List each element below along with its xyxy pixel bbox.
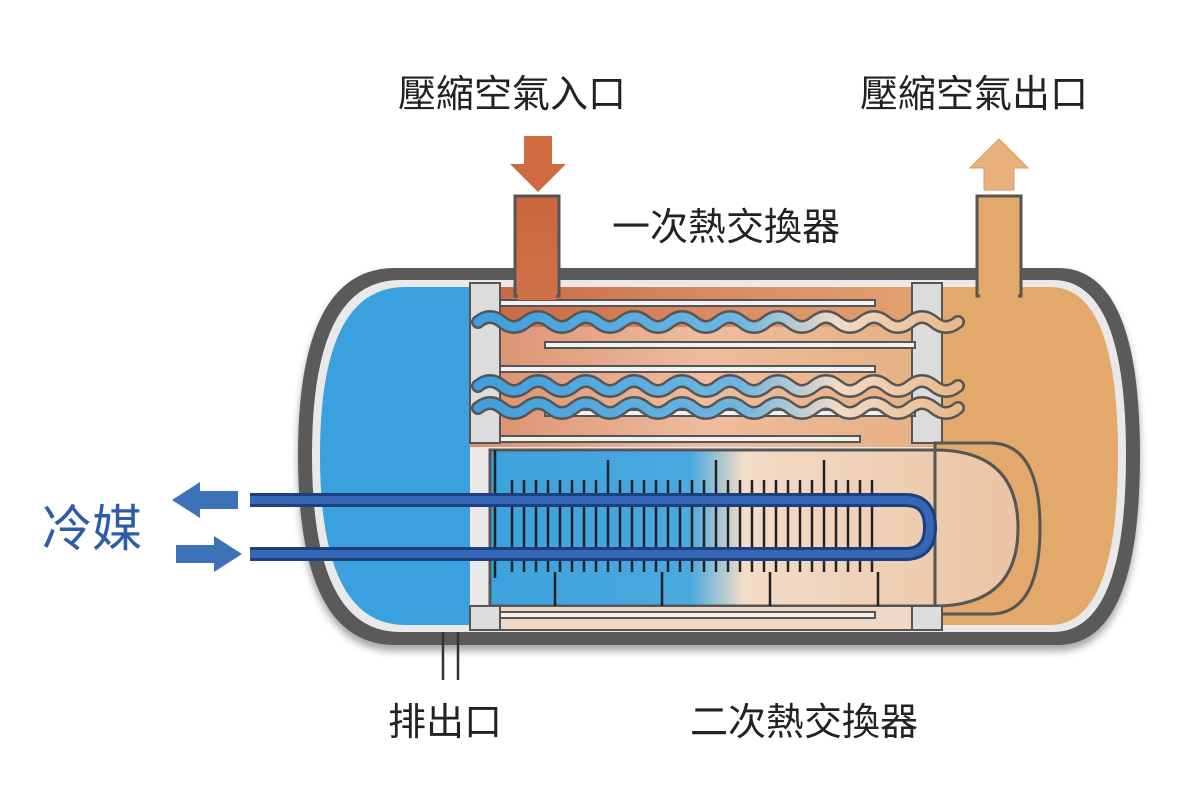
inlet-label: 壓縮空氣入口: [398, 72, 626, 116]
refrigerant-label: 冷媒: [42, 500, 142, 558]
secondary-hx-label: 二次熱交換器: [690, 700, 918, 744]
refrigerant-in-arrow-icon: [176, 536, 242, 572]
primary-hx-label: 一次熱交換器: [612, 205, 840, 249]
refrigerant-out-arrow-icon: [172, 482, 238, 518]
inlet-arrow-icon: [510, 136, 566, 192]
air-outlet-pipe: [977, 196, 1021, 300]
outlet-label: 壓縮空氣出口: [860, 72, 1088, 116]
secondary-hx-core: [490, 450, 1018, 606]
outlet-arrow-icon: [970, 139, 1028, 190]
drain-label: 排出口: [388, 700, 502, 744]
cold-chamber: [320, 287, 470, 625]
air-inlet-pipe: [515, 196, 559, 300]
